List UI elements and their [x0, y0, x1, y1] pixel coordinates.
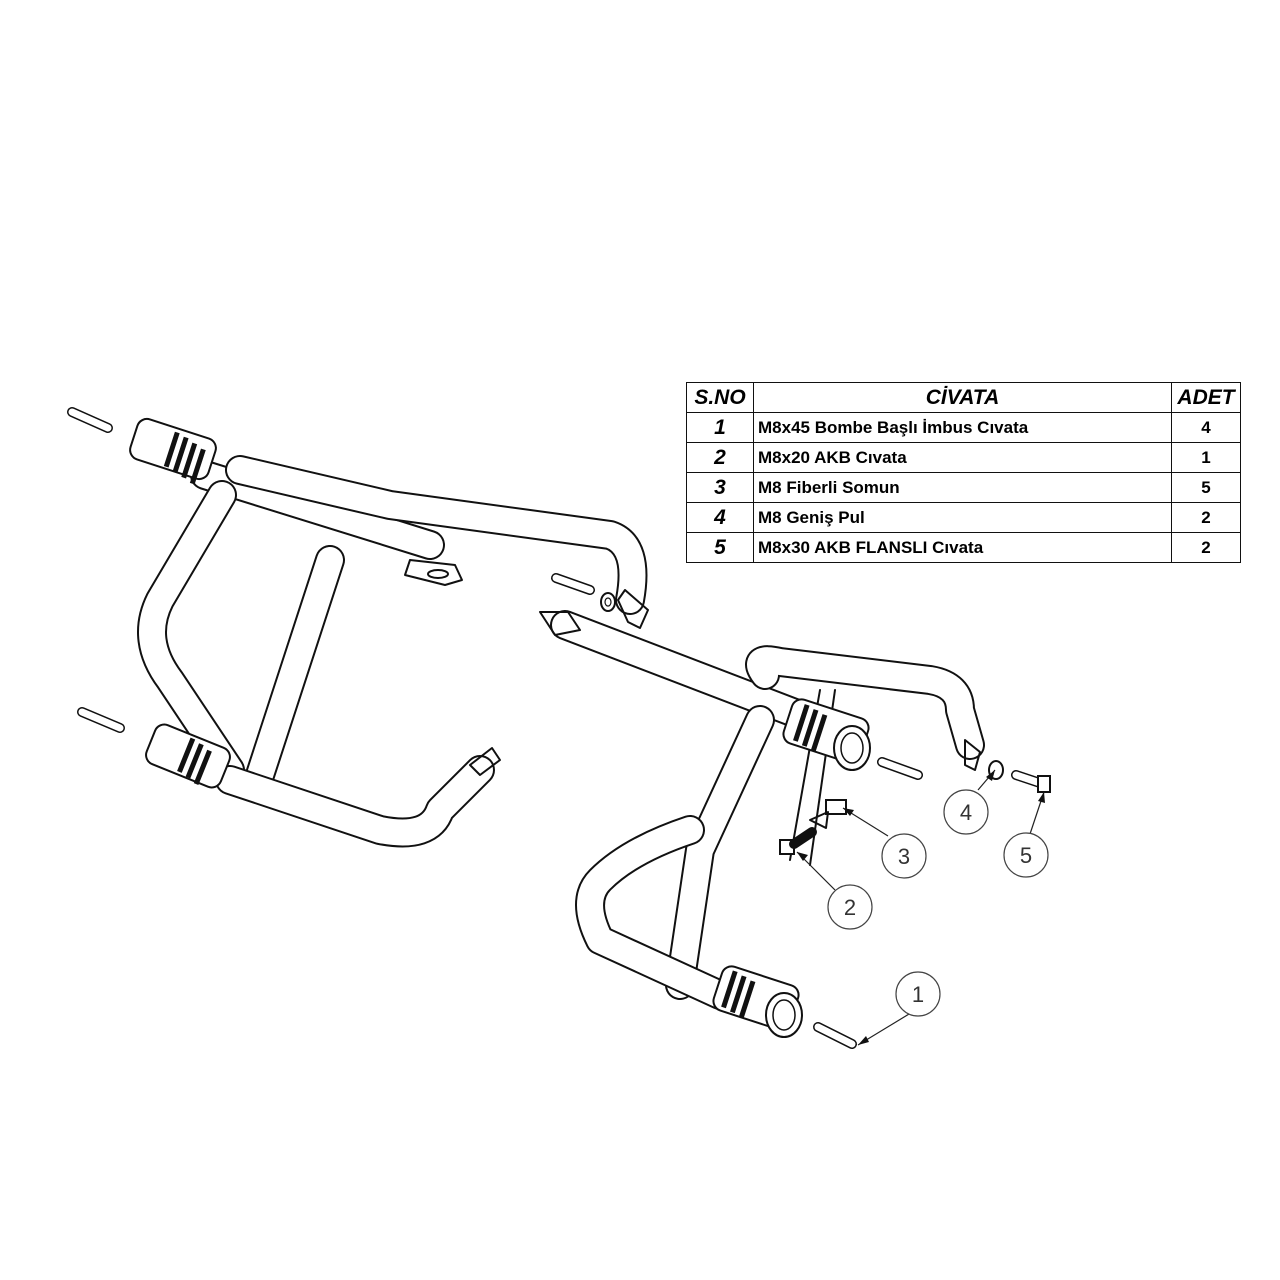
- row-civata: M8x30 AKB FLANSLI Cıvata: [753, 532, 1172, 563]
- left-crash-bar: [67, 407, 649, 848]
- washer-mid: [600, 592, 616, 612]
- svg-text:4: 4: [960, 800, 972, 825]
- bolt-1: [813, 1022, 857, 1049]
- callout-3: 3: [881, 833, 927, 879]
- nut-3: [809, 799, 847, 829]
- callouts: 1 2 3 4 5: [796, 769, 1049, 1046]
- table-header-row: S.NO CİVATA ADET: [686, 382, 1241, 413]
- slider-lower-right: [712, 965, 803, 1038]
- bolt-mid: [551, 573, 595, 595]
- callout-1: 1: [895, 971, 941, 1017]
- row-adet: 2: [1171, 502, 1241, 533]
- row-adet: 1: [1171, 442, 1241, 473]
- svg-text:3: 3: [898, 844, 910, 869]
- bolt-2: [779, 827, 817, 855]
- slider-lower-left: [145, 723, 231, 789]
- svg-text:2: 2: [844, 895, 856, 920]
- header-adet: ADET: [1171, 382, 1241, 413]
- slider-upper-right: [782, 698, 871, 771]
- row-sno: 4: [686, 502, 754, 533]
- table-row: 3 M8 Fiberli Somun 5: [686, 472, 1241, 503]
- row-sno: 2: [686, 442, 754, 473]
- svg-text:1: 1: [912, 982, 924, 1007]
- right-crash-bar: [539, 573, 1051, 1049]
- table-row: 2 M8x20 AKB Cıvata 1: [686, 442, 1241, 473]
- row-adet: 5: [1171, 472, 1241, 503]
- row-adet: 4: [1171, 412, 1241, 443]
- header-civata: CİVATA: [753, 382, 1172, 413]
- table-row: 5 M8x30 AKB FLANSLI Cıvata 2: [686, 532, 1241, 563]
- slider-upper-left: [129, 417, 217, 485]
- bolt-right-5: [1011, 770, 1051, 793]
- row-sno: 5: [686, 532, 754, 563]
- table-row: 1 M8x45 Bombe Başlı İmbus Cıvata 4: [686, 412, 1241, 443]
- row-sno: 3: [686, 472, 754, 503]
- table-row: 4 M8 Geniş Pul 2: [686, 502, 1241, 533]
- parts-table: S.NO CİVATA ADET 1 M8x45 Bombe Başlı İmb…: [686, 382, 1241, 563]
- callout-4: 4: [943, 789, 989, 835]
- row-adet: 2: [1171, 532, 1241, 563]
- bolt-left-upper: [67, 407, 113, 433]
- svg-text:5: 5: [1020, 843, 1032, 868]
- callout-2: 2: [827, 884, 873, 930]
- callout-5: 5: [1003, 832, 1049, 878]
- row-sno: 1: [686, 412, 754, 443]
- header-sno: S.NO: [686, 382, 754, 413]
- bolt-right-1: [877, 757, 923, 780]
- row-civata: M8 Fiberli Somun: [753, 472, 1172, 503]
- row-civata: M8x45 Bombe Başlı İmbus Cıvata: [753, 412, 1172, 443]
- bolt-left-lower: [77, 707, 125, 733]
- row-civata: M8x20 AKB Cıvata: [753, 442, 1172, 473]
- row-civata: M8 Geniş Pul: [753, 502, 1172, 533]
